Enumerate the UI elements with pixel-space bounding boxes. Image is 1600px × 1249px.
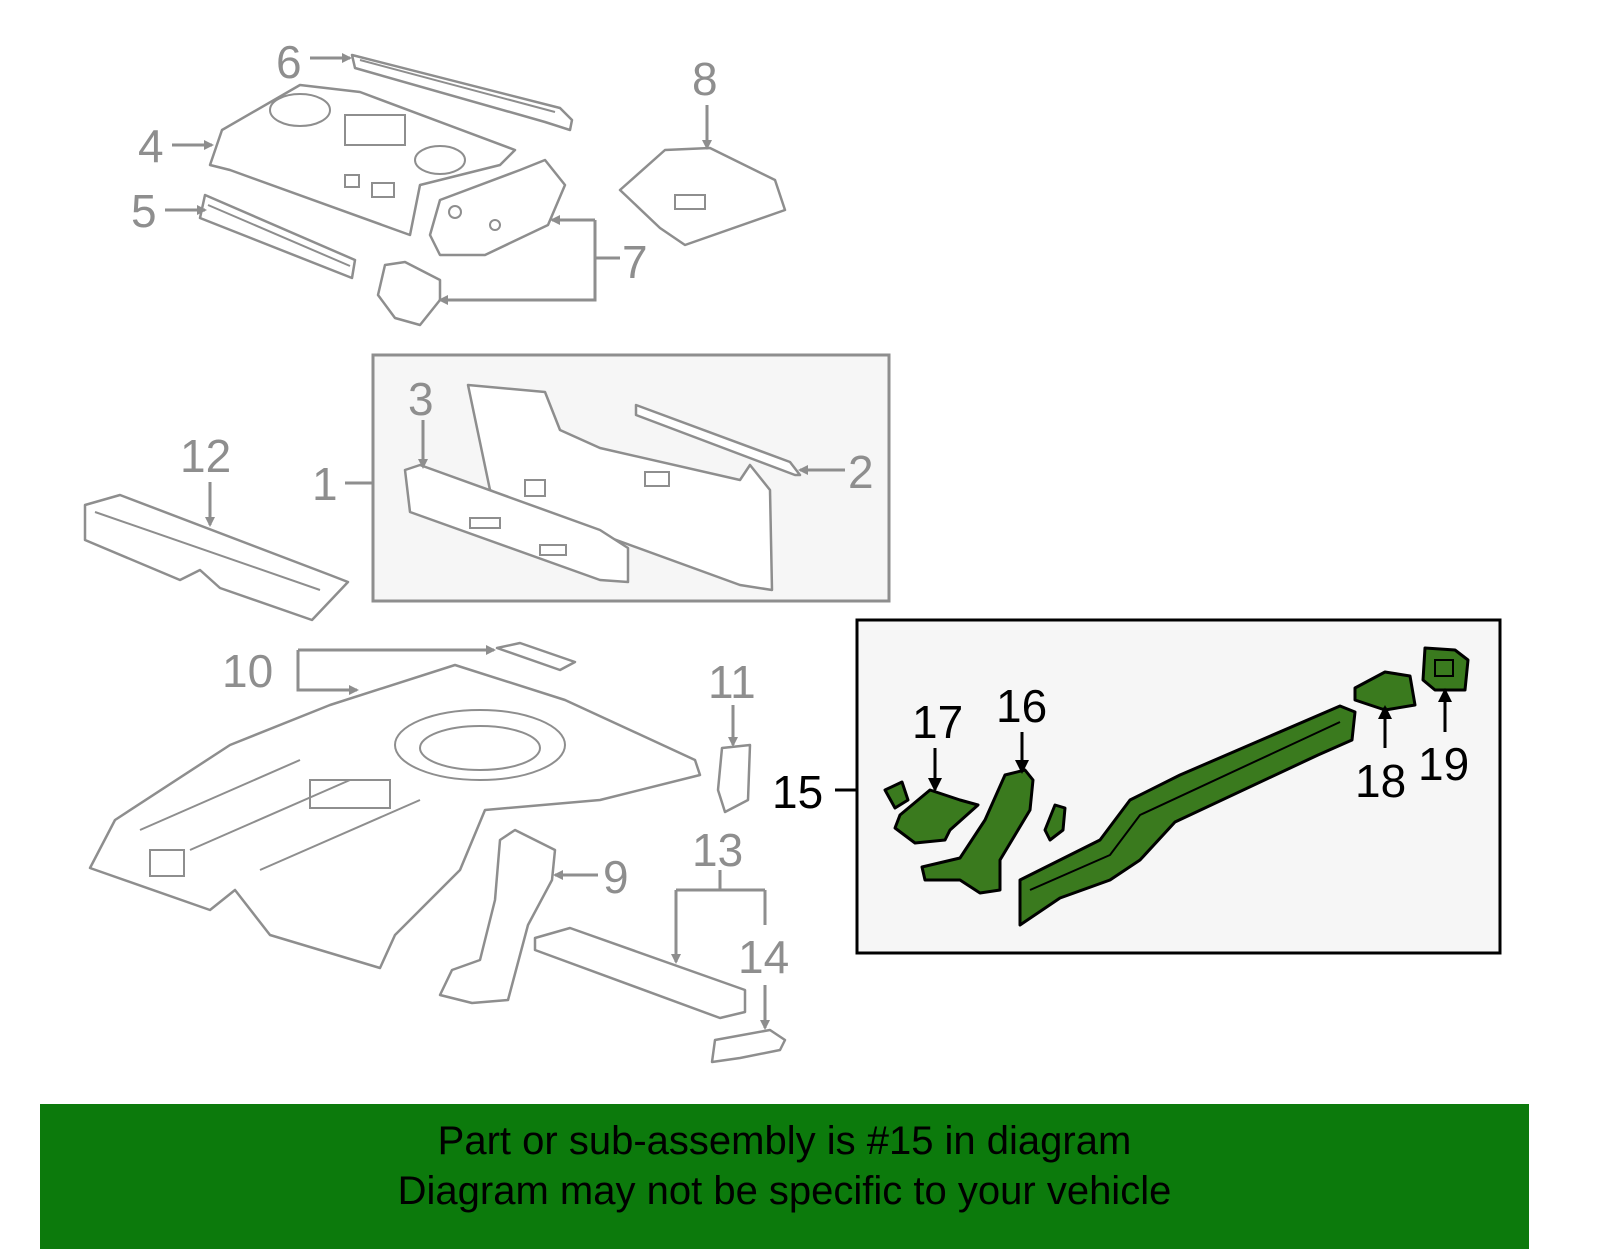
callout-14: 14 xyxy=(738,931,789,983)
callout-9: 9 xyxy=(603,851,629,903)
part-13-rail xyxy=(533,926,747,1020)
part-12-crossmember xyxy=(83,493,350,622)
banner-line-1: Part or sub-assembly is #15 in diagram xyxy=(437,1119,1132,1163)
callouts: 6 8 4 5 7 3 12 1 2 10 11 13 9 14 15 17 1… xyxy=(131,36,1469,983)
part-4-shelf xyxy=(208,83,517,237)
part-17-bracket xyxy=(883,780,980,845)
callout-17: 17 xyxy=(912,696,963,748)
callout-2: 2 xyxy=(848,446,874,498)
part-14-bracket xyxy=(710,1028,787,1064)
callout-16: 16 xyxy=(996,680,1047,732)
part-15-rail xyxy=(1018,704,1357,927)
part-3-reinforcement xyxy=(403,463,630,584)
part-6-rail xyxy=(350,53,574,132)
part-11-bracket xyxy=(716,743,752,814)
callout-5: 5 xyxy=(131,185,157,237)
part-18-bracket xyxy=(1353,670,1417,712)
callout-18: 18 xyxy=(1355,755,1406,807)
part-7-brackets xyxy=(376,158,567,327)
callout-13: 13 xyxy=(692,824,743,876)
part-16-pillar xyxy=(920,768,1067,895)
callout-6: 6 xyxy=(276,36,302,88)
leaders xyxy=(165,53,1452,1030)
info-banner: Part or sub-assembly is #15 in diagram D… xyxy=(40,1104,1529,1249)
callout-4: 4 xyxy=(138,120,164,172)
part-9-pillar xyxy=(438,828,557,1005)
part-8-floor-piece xyxy=(618,146,787,247)
banner-line-2: Diagram may not be specific to your vehi… xyxy=(397,1169,1172,1213)
callout-19: 19 xyxy=(1418,738,1469,790)
callout-7: 7 xyxy=(622,236,648,288)
part-19-plate xyxy=(1421,646,1470,692)
callout-8: 8 xyxy=(692,53,718,105)
callout-11: 11 xyxy=(708,656,756,708)
callout-1: 1 xyxy=(312,458,338,510)
callout-10: 10 xyxy=(222,645,273,697)
callout-3: 3 xyxy=(408,373,434,425)
callout-15: 15 xyxy=(772,766,823,818)
part-10-floor-pan xyxy=(88,641,702,970)
callout-12: 12 xyxy=(180,430,231,482)
